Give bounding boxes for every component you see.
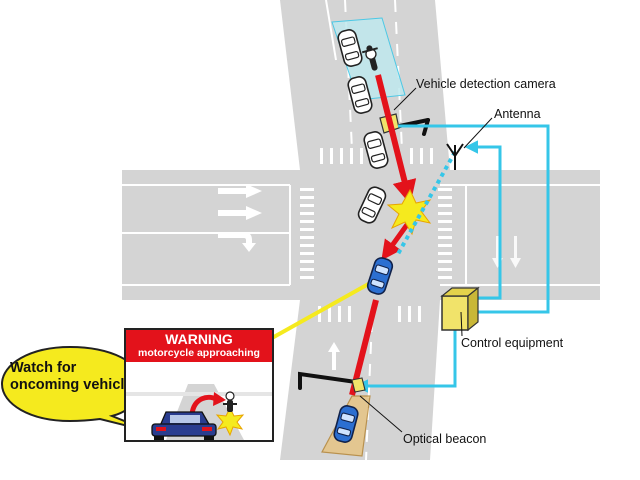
driver-view-line xyxy=(271,280,373,340)
road-east xyxy=(430,170,600,300)
warning-motorcycle-icon xyxy=(223,391,237,412)
warning-burst-icon xyxy=(215,406,245,437)
warning-car-icon xyxy=(151,411,217,440)
warning-title: WARNING xyxy=(165,331,233,347)
lane-arrow-icons xyxy=(218,184,262,252)
warning-panel: WARNING motorcycle approaching xyxy=(124,328,274,442)
motorcycle-path xyxy=(375,74,417,205)
signal-links xyxy=(354,124,550,393)
beacon-icon xyxy=(298,371,366,393)
warning-header: WARNING motorcycle approaching xyxy=(126,330,272,362)
label-optical-beacon: Optical beacon xyxy=(403,432,487,446)
collision-burst-icon xyxy=(386,188,432,236)
warning-subtitle: motorcycle approaching xyxy=(138,347,260,359)
speech-bubble-line1: Watch for xyxy=(10,360,77,376)
speech-bubble-line2: oncoming vehicle xyxy=(10,377,133,393)
label-control-equipment: Control equipment xyxy=(461,336,564,350)
label-antenna: Antenna xyxy=(494,107,541,121)
warning-scene xyxy=(126,362,272,440)
road-west xyxy=(122,170,442,300)
speech-bubble-text: Watch for oncoming vehicle xyxy=(10,360,138,394)
label-vehicle-detection-camera: Vehicle detection camera xyxy=(416,77,556,91)
motorcycle-icon xyxy=(361,45,378,71)
control-equipment-icon xyxy=(440,286,480,332)
antenna-icon xyxy=(446,143,464,170)
